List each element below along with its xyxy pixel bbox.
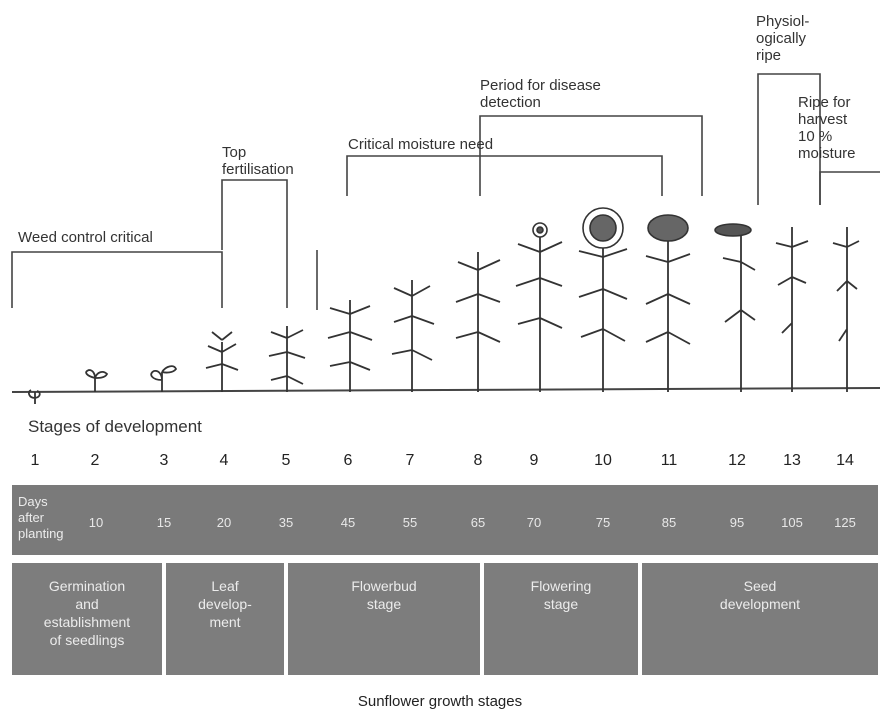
critical-moisture-bracket: [346, 155, 663, 196]
day-value: 105: [781, 515, 803, 530]
stage-number: 12: [728, 452, 746, 469]
stage-number: 2: [90, 452, 100, 469]
stage-number: 11: [660, 452, 678, 469]
disease-detection-label: Period for disease detection: [480, 77, 601, 111]
day-value: 125: [834, 515, 856, 530]
stage-number: 13: [783, 452, 801, 469]
day-value: 35: [278, 515, 294, 530]
day-value: 15: [156, 515, 172, 530]
phase-flowerbud: Flowerbud stage: [288, 563, 480, 675]
physiologically-ripe-bracket: [757, 73, 821, 205]
day-value: 70: [526, 515, 542, 530]
plant-illustrations: [28, 227, 860, 404]
physiologically-ripe-label: Physiol- ogically ripe: [756, 13, 810, 64]
disease-detection-bracket: [479, 115, 703, 196]
critical-moisture-label: Critical moisture need: [348, 136, 494, 153]
stage-number: 10: [594, 452, 612, 469]
stage-number: 9: [529, 452, 539, 469]
phase-germination: Germination and establishment of seedlin…: [12, 563, 162, 675]
ripe-for-harvest-bracket: [819, 171, 880, 205]
stage-number: 8: [473, 452, 483, 469]
days-band: [12, 485, 878, 555]
phase-leaf-development: Leaf develop- ment: [166, 563, 284, 675]
stage-number: 7: [405, 452, 415, 469]
days-after-planting-label: Days after planting: [18, 494, 64, 541]
stage-number: 3: [159, 452, 169, 469]
day-value: 75: [595, 515, 611, 530]
flower-head-11: [647, 214, 689, 242]
stage-number: 1: [30, 452, 40, 469]
stage-number: 14: [836, 452, 854, 469]
stage-number: 6: [343, 452, 353, 469]
phase-seed-development: Seed development: [642, 563, 878, 675]
figure-caption: Sunflower growth stages: [357, 693, 523, 710]
day-value: 85: [661, 515, 677, 530]
ground-line: [11, 387, 880, 393]
stage-number: 5: [281, 452, 291, 469]
top-fertilisation-label: Top fertilisation: [222, 144, 294, 178]
top-fertilisation-bracket: [221, 179, 288, 308]
day-value: 55: [402, 515, 418, 530]
weed-control-label: Weed control critical: [18, 229, 153, 246]
day-value: 65: [470, 515, 486, 530]
stages-heading: Stages of development: [28, 417, 202, 436]
weed-control-bracket: [11, 251, 223, 308]
day-value: 45: [340, 515, 356, 530]
flower-head-12: [714, 223, 752, 237]
day-value: 20: [216, 515, 232, 530]
ripe-for-harvest-label: Ripe for harvest 10 % moisture: [798, 94, 856, 162]
day-value: 10: [88, 515, 104, 530]
stage-number: 4: [219, 452, 229, 469]
phase-flowering: Flowering stage: [484, 563, 638, 675]
day-value: 95: [729, 515, 745, 530]
